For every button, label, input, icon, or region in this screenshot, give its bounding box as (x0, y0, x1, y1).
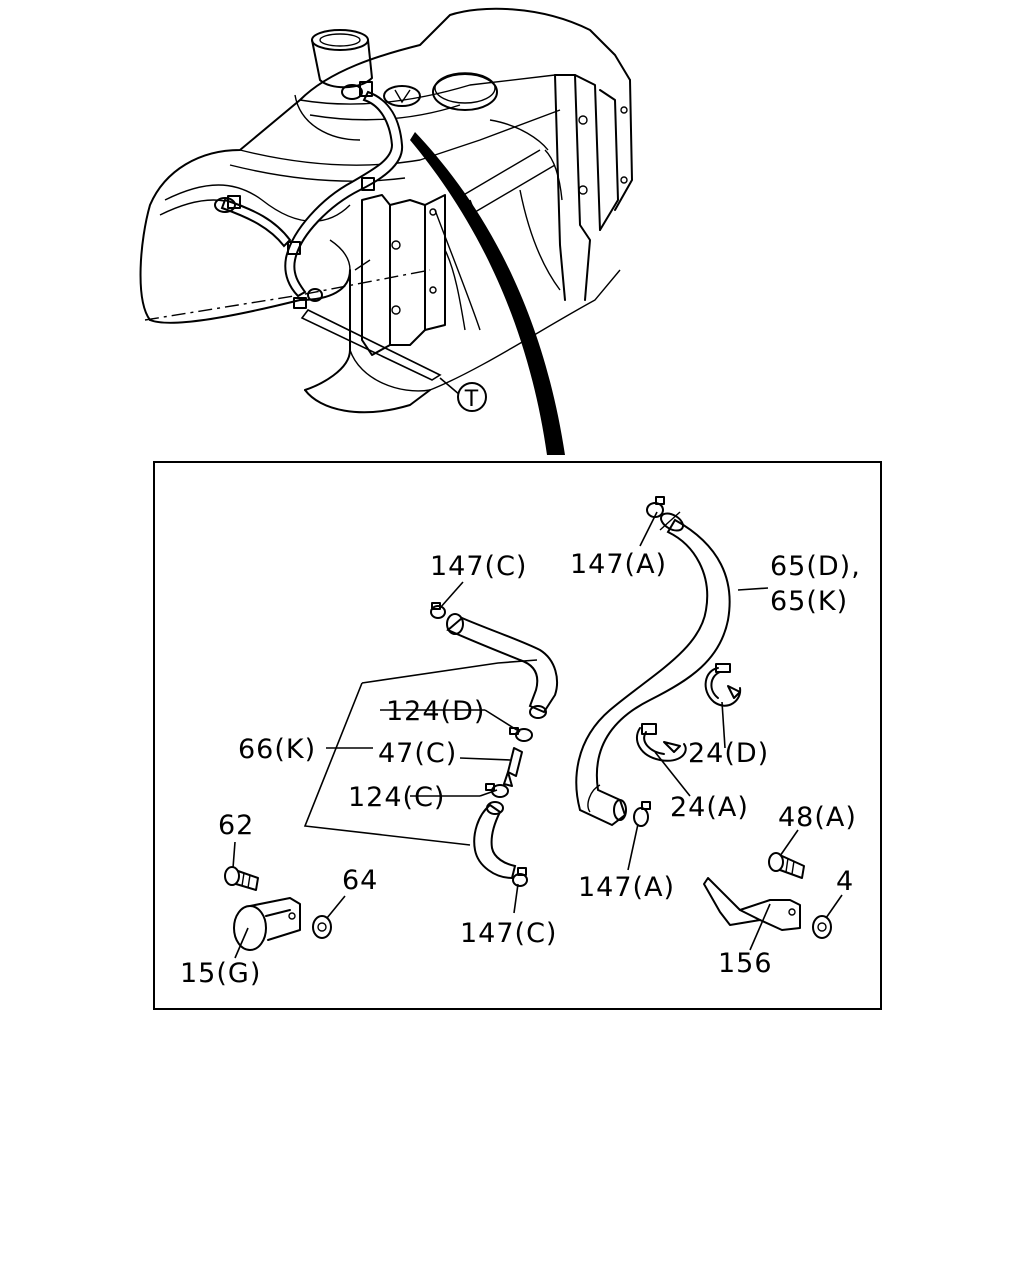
label-124d: 124(D) (386, 696, 485, 727)
label-4: 4 (836, 866, 854, 897)
bracket-15g (233, 897, 301, 951)
connector-47c (503, 747, 523, 787)
tank-callout-t: T (457, 382, 487, 412)
part-labels: 147(C) 147(A) 65(D), 65(K) 124(D) 66(K) … (180, 549, 861, 989)
bolt-62 (224, 866, 259, 891)
detail-frame (153, 461, 882, 1010)
clamp-147a-bot (633, 801, 651, 827)
label-65k: 65(K) (770, 586, 848, 617)
label-15g: 15(G) (180, 958, 261, 989)
clamp-147c-bot (512, 867, 528, 887)
label-48a: 48(A) (778, 802, 857, 833)
clamp-24d (704, 663, 742, 707)
clamp-124d (509, 727, 533, 742)
label-24a: 24(A) (670, 792, 749, 823)
label-156: 156 (718, 948, 773, 979)
label-124c: 124(C) (348, 782, 445, 813)
label-65d: 65(D), (770, 551, 861, 582)
label-47c: 47(C) (378, 738, 457, 769)
fuel-tank-illustration (139, 7, 633, 455)
label-66k: 66(K) (238, 734, 316, 765)
clamp-147c-top (430, 602, 446, 619)
label-62: 62 (218, 810, 254, 841)
nut-64 (312, 915, 332, 939)
label-147c-top: 147(C) (430, 551, 527, 582)
label-147c-bot: 147(C) (460, 918, 557, 949)
nut-4 (812, 915, 832, 939)
label-24d: 24(D) (688, 738, 769, 769)
bolt-48a (768, 852, 805, 879)
bracket-156 (703, 877, 801, 931)
hose-66 (446, 613, 559, 880)
callout-t-label: T (464, 387, 479, 412)
label-64: 64 (342, 865, 378, 896)
label-147a-bot: 147(A) (578, 872, 675, 903)
hose-65 (575, 511, 731, 827)
label-147a-top: 147(A) (570, 549, 667, 580)
leader-lines (232, 511, 843, 959)
clamp-24a (635, 723, 687, 762)
